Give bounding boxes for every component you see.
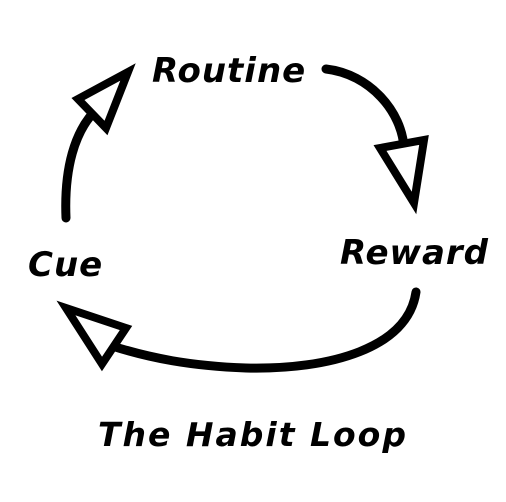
arrowhead-reward-to-cue [56,300,133,372]
node-label-routine: Routine [152,51,306,91]
arc-routine-to-reward [321,64,409,153]
node-label-cue: Cue [28,245,103,285]
node-label-reward: Reward [340,233,489,273]
diagram-title: The Habit Loop [98,415,408,454]
arrowhead-cue-to-routine [71,63,136,136]
arc-reward-to-cue [107,287,421,373]
arrowhead-routine-to-reward [373,135,429,215]
arc-cue-to-routine [61,103,103,223]
